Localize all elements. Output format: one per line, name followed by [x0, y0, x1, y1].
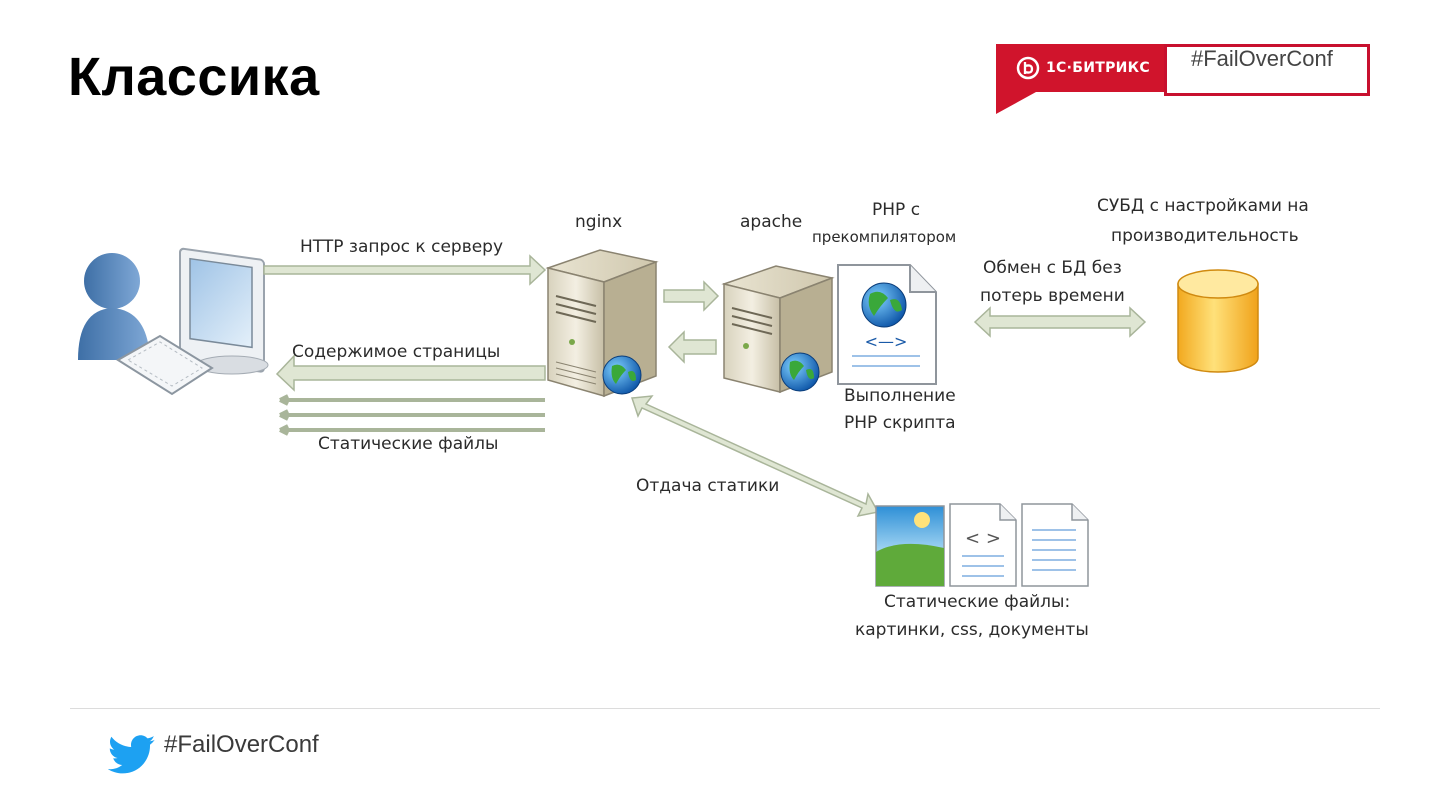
brand-hashtag: #FailOverConf — [1191, 46, 1333, 71]
brand-logo: 1С·БИТРИКС — [1016, 55, 1150, 81]
code-glyph: <—> — [865, 332, 908, 351]
database-icon — [1177, 269, 1259, 373]
brand-red-block — [996, 44, 1178, 92]
page-content-label: Содержимое страницы — [292, 342, 501, 362]
brand-logo-text: 1С·БИТРИКС — [1046, 60, 1150, 76]
static-types-label-line2: картинки, css, документы — [855, 620, 1089, 640]
architecture-diagram: <—> < > — [78, 247, 1259, 587]
document-file-icon — [1021, 503, 1089, 587]
php-exec-label-line2: PHP скрипта — [844, 413, 956, 433]
css-file-icon: < > — [949, 503, 1017, 587]
php-script-document-icon: <—> — [837, 264, 937, 385]
brand-hashtag-box — [1164, 44, 1370, 96]
static-serving-label: Отдача статики — [636, 476, 780, 496]
css-code-glyph: < > — [965, 528, 1001, 549]
http-request-label: HTTP запрос к серверу — [300, 237, 504, 257]
http-request-arrow — [263, 254, 547, 286]
static-files-arrows — [279, 394, 545, 436]
footer-hashtag: #FailOverConf — [164, 731, 319, 758]
dbms-label-line2: производительность — [1111, 226, 1299, 246]
dbms-label-line1: СУБД с настройками на — [1097, 196, 1309, 216]
apache-server-icon — [721, 265, 835, 394]
php-precompiler-label-line1: PHP с — [872, 200, 921, 220]
brand-red-tail — [996, 92, 1036, 114]
static-serving-arrow — [630, 395, 880, 518]
nginx-label: nginx — [575, 212, 623, 232]
twitter-bird-icon — [108, 735, 156, 774]
image-file-icon — [875, 505, 945, 587]
footer-divider — [70, 708, 1380, 709]
static-types-label-line1: Статические файлы: — [884, 592, 1071, 612]
static-files-label: Статические файлы — [318, 434, 499, 454]
php-exec-label-line1: Выполнение — [844, 386, 956, 406]
nginx-apache-arrows — [663, 280, 720, 364]
nginx-server-icon — [545, 249, 659, 398]
slide-title: Классика — [68, 47, 320, 107]
page-content-arrow — [275, 354, 546, 392]
db-exchange-label-line1: Обмен с БД без — [983, 258, 1122, 278]
db-exchange-arrow — [973, 306, 1147, 338]
php-precompiler-label-line2: прекомпилятором — [812, 228, 957, 246]
apache-label: apache — [740, 212, 803, 232]
user-workstation-icon — [78, 247, 269, 396]
bitrix-logo-icon — [1016, 56, 1040, 80]
brand-badge: 1С·БИТРИКС #FailOverConf — [996, 44, 1370, 116]
db-exchange-label-line2: потерь времени — [980, 286, 1125, 306]
